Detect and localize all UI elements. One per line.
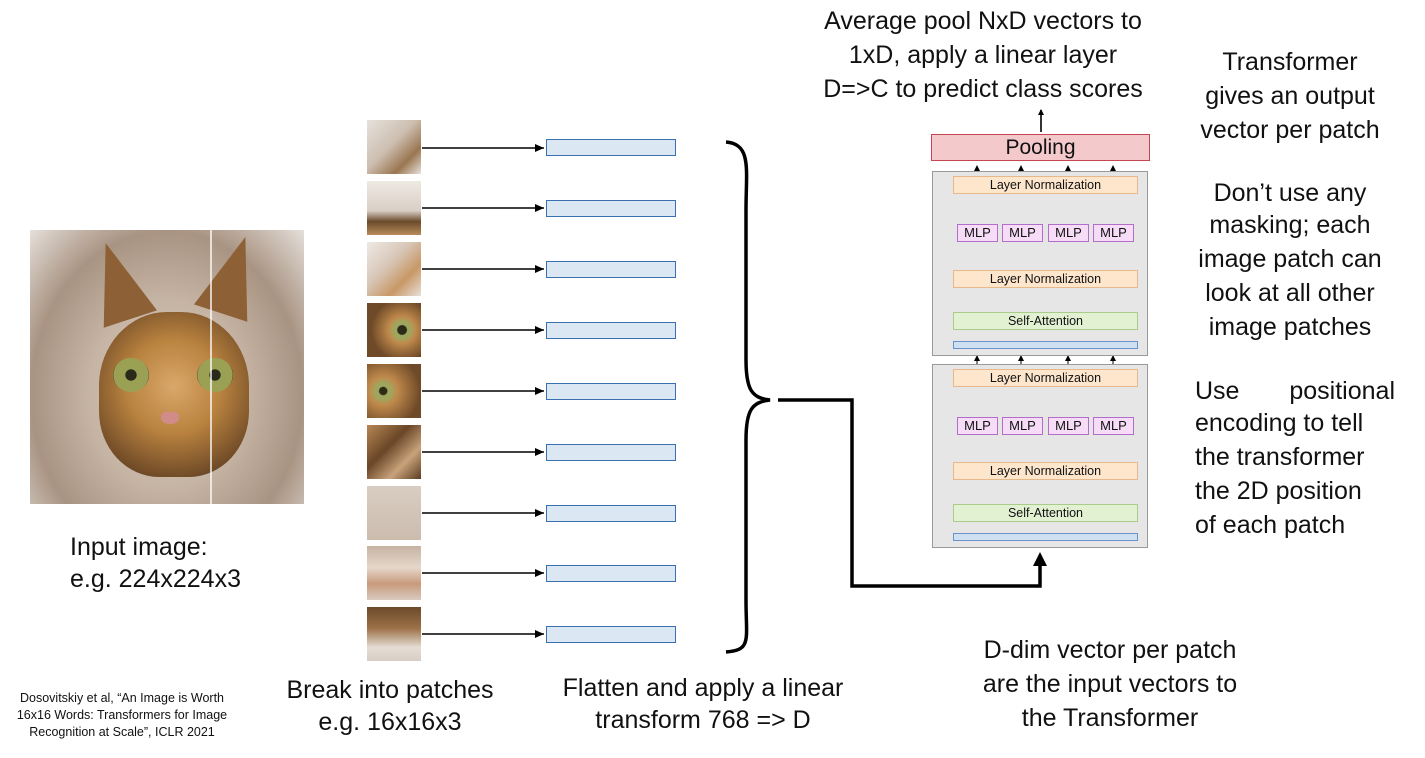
cat-left-eye bbox=[113, 358, 149, 392]
input-image-size: e.g. 224x224x3 bbox=[70, 565, 241, 593]
mlp-2b: MLP bbox=[1002, 417, 1043, 435]
self-attention-1: Self-Attention bbox=[953, 312, 1138, 330]
output-note-line3: vector per patch bbox=[1200, 116, 1380, 144]
positional-note-line2: encoding to tell bbox=[1195, 409, 1364, 437]
output-note-line2: gives an output bbox=[1205, 82, 1375, 110]
masking-note-line1: Don’t use any bbox=[1213, 179, 1367, 207]
patch-5 bbox=[367, 364, 421, 418]
layer-norm-1a: Layer Normalization bbox=[953, 176, 1138, 194]
mlp-1a: MLP bbox=[957, 224, 998, 242]
positional-note-line3: the transformer bbox=[1195, 443, 1365, 471]
patch-embedding-2 bbox=[546, 200, 676, 217]
input-image-label: Input image: bbox=[70, 533, 208, 561]
citation-line1: Dosovitskiy et al, “An Image is Worth bbox=[19, 691, 224, 705]
mlp-2c: MLP bbox=[1048, 417, 1089, 435]
linear-label-line2: transform 768 => D bbox=[595, 706, 811, 734]
citation-line3: Recognition at Scale”, ICLR 2021 bbox=[29, 725, 215, 739]
patch-embedding-5 bbox=[546, 383, 676, 400]
patch-embedding-9 bbox=[546, 626, 676, 643]
patches-label-line1: Break into patches bbox=[286, 676, 494, 704]
masking-note-line2: masking; each bbox=[1209, 211, 1371, 239]
mlp-2d: MLP bbox=[1093, 417, 1134, 435]
patch-embedding-3 bbox=[546, 261, 676, 278]
patch-3 bbox=[367, 242, 421, 296]
mlp-1d: MLP bbox=[1093, 224, 1134, 242]
patch-embedding-1 bbox=[546, 139, 676, 156]
input-vectors-note-line1: D-dim vector per patch bbox=[983, 636, 1237, 664]
masking-note-line5: image patches bbox=[1208, 313, 1372, 341]
patch-4 bbox=[367, 303, 421, 357]
mlp-2a: MLP bbox=[957, 417, 998, 435]
pooling-note-line2: 1xD, apply a linear layer bbox=[848, 41, 1118, 69]
positional-note-line5: of each patch bbox=[1195, 511, 1346, 539]
positional-note-line4: the 2D position bbox=[1195, 477, 1362, 505]
output-note-line1: Transformer bbox=[1222, 48, 1358, 76]
positional-note-line1: Use positional bbox=[1195, 377, 1395, 405]
masking-note-line3: image patch can bbox=[1198, 245, 1382, 273]
patch-embedding-7 bbox=[546, 505, 676, 522]
layer-norm-2b: Layer Normalization bbox=[953, 462, 1138, 480]
masking-note-line4: look at all other bbox=[1205, 279, 1375, 307]
linear-label-line1: Flatten and apply a linear bbox=[562, 674, 844, 702]
patch-grid-line bbox=[210, 230, 212, 504]
patch-embedding-4 bbox=[546, 322, 676, 339]
patch-8 bbox=[367, 546, 421, 600]
layer-norm-2a: Layer Normalization bbox=[953, 369, 1138, 387]
cat-right-eye bbox=[197, 358, 233, 392]
self-attention-2: Self-Attention bbox=[953, 504, 1138, 522]
patch-1 bbox=[367, 120, 421, 174]
patch-7 bbox=[367, 486, 421, 540]
pooling-box: Pooling bbox=[931, 134, 1150, 161]
pooling-note-line1: Average pool NxD vectors to bbox=[824, 7, 1142, 35]
input-vectors-note-line3: the Transformer bbox=[1021, 704, 1199, 732]
mlp-1c: MLP bbox=[1048, 224, 1089, 242]
citation-line2: 16x16 Words: Transformers for Image bbox=[16, 708, 228, 722]
patches-label-line2: e.g. 16x16x3 bbox=[318, 708, 462, 736]
patch-9 bbox=[367, 607, 421, 661]
patch-6 bbox=[367, 425, 421, 479]
cat-nose bbox=[161, 412, 179, 424]
patch-embedding-8 bbox=[546, 565, 676, 582]
input-tokens-bar-1 bbox=[953, 341, 1138, 349]
patch-2 bbox=[367, 181, 421, 235]
mlp-1b: MLP bbox=[1002, 224, 1043, 242]
input-vectors-note-line2: are the input vectors to bbox=[982, 670, 1238, 698]
cat-face bbox=[98, 312, 250, 477]
layer-norm-1b: Layer Normalization bbox=[953, 270, 1138, 288]
input-tokens-bar-2 bbox=[953, 533, 1138, 541]
input-cat-image bbox=[30, 230, 304, 504]
patch-embedding-6 bbox=[546, 444, 676, 461]
pooling-note-line3: D=>C to predict class scores bbox=[823, 75, 1143, 103]
